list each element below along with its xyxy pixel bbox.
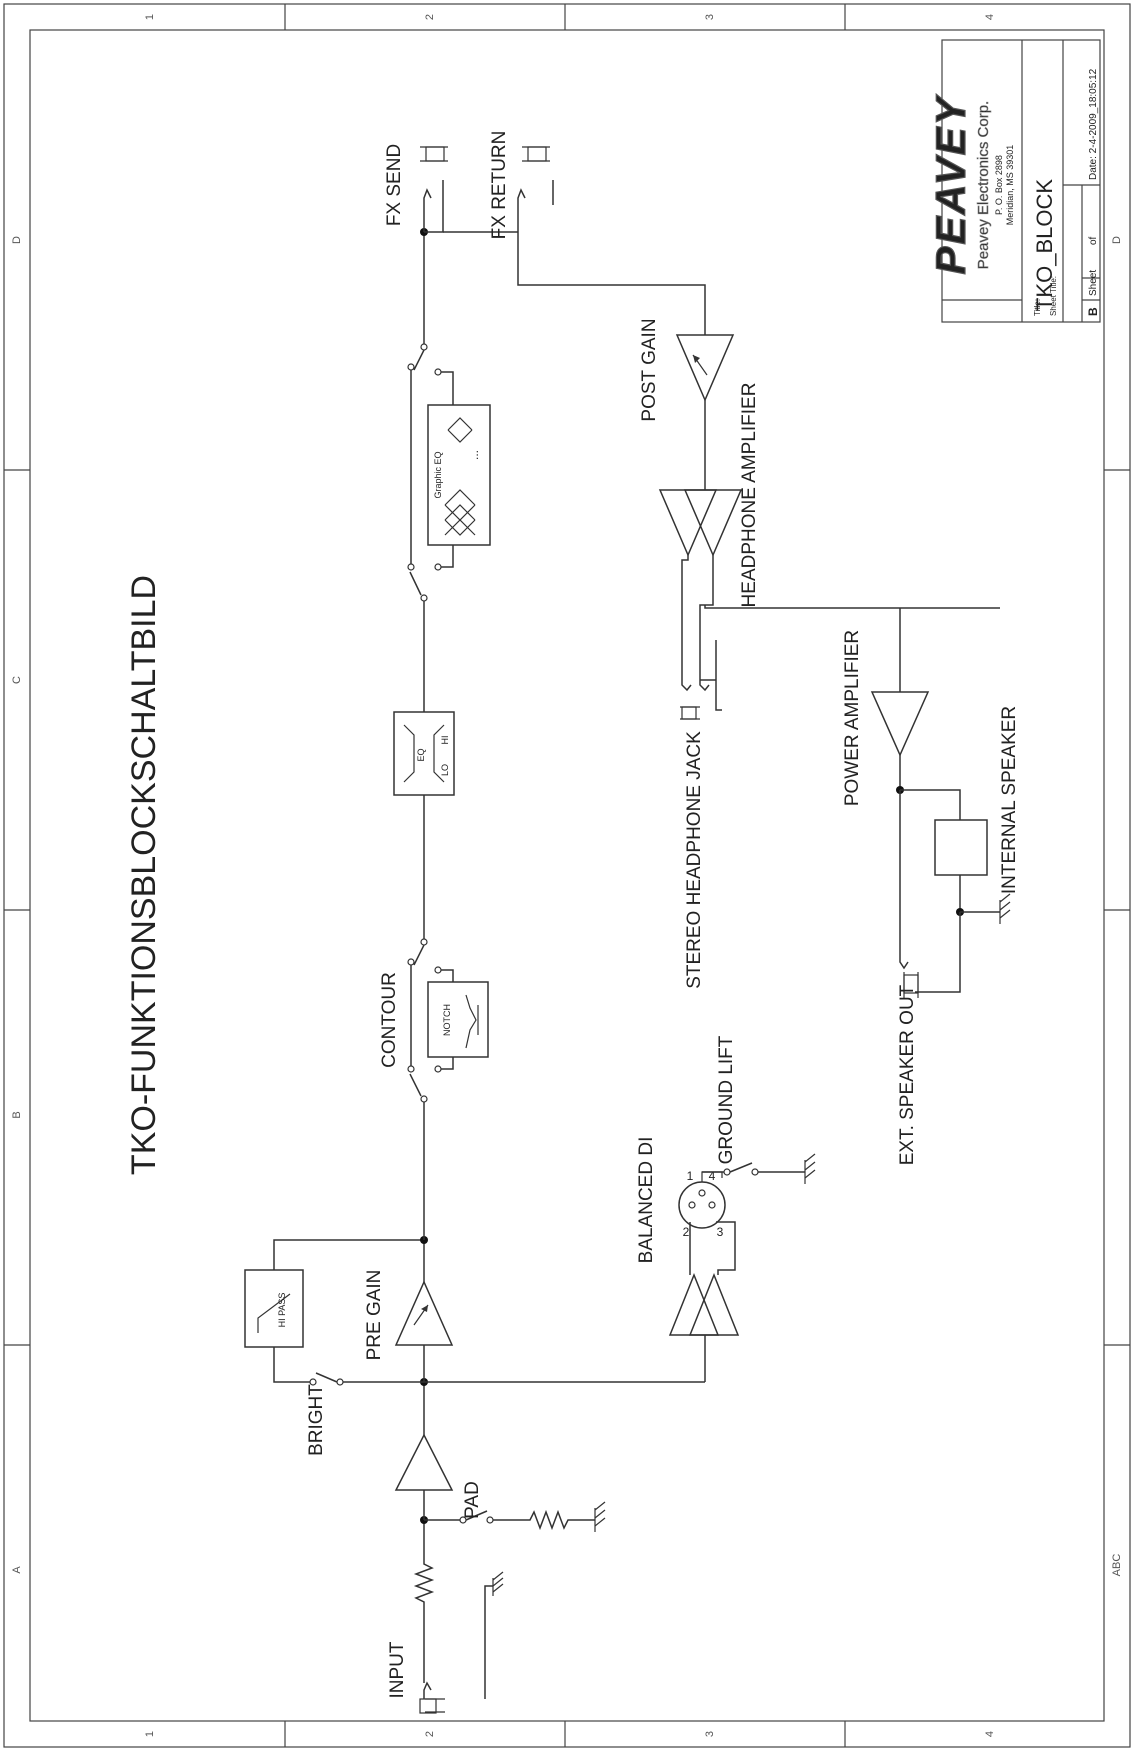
fx-send-label: FX SEND xyxy=(384,144,405,226)
zone-col-2-bottom: 2 xyxy=(424,1731,436,1737)
notch-curve xyxy=(465,994,477,1049)
post-gain-label: POST GAIN xyxy=(639,318,660,421)
ext-speaker-out-jack xyxy=(903,972,919,998)
zone-row-a: A xyxy=(11,1566,23,1574)
pre-gain-label: PRE GAIN xyxy=(364,1270,385,1361)
power-amplifier-label: POWER AMPLIFIER xyxy=(842,630,863,806)
zone-labels: 1 2 3 4 1 2 3 4 A B C D D ABC xyxy=(11,14,1123,1737)
bright-switch xyxy=(315,1372,338,1383)
sheet-date: Date: 2-4-2009_18:05:12 xyxy=(1088,68,1099,180)
hi-pass-label: HI PASS xyxy=(277,1293,287,1328)
contour-switch-upper xyxy=(413,944,425,966)
speaker-ground-icon xyxy=(999,893,1011,924)
hi-pass-curve xyxy=(257,1293,291,1333)
company-name: Peavey Electronics Corp. xyxy=(975,101,992,269)
post-gain-amplifier xyxy=(675,334,735,402)
xlr-pin-3: 3 xyxy=(717,1225,724,1239)
ground-lift-label: GROUND LIFT xyxy=(716,1035,737,1164)
sheet-title-caption: Sheet Title: xyxy=(1049,276,1058,316)
headphone-amplifier-right xyxy=(683,489,743,557)
zone-corner-right: ABC xyxy=(1111,1554,1123,1577)
graphic-eq-curves xyxy=(444,417,476,536)
xlr-pin-1: 1 xyxy=(687,1169,694,1183)
headphone-amplifier-left xyxy=(658,489,718,557)
graphic-eq-block xyxy=(427,404,491,546)
xlr-connector-icon xyxy=(678,1181,726,1229)
inner-border xyxy=(29,29,1105,1722)
sheet-size: B xyxy=(1086,307,1100,316)
graphic-eq-switch-lower xyxy=(409,571,422,596)
pad-ground-icon xyxy=(594,1501,606,1532)
graphic-eq-switch-upper xyxy=(413,349,425,371)
zone-row-d-right: D xyxy=(1111,236,1123,244)
balanced-di-driver-right xyxy=(688,1272,740,1336)
xlr-pin-2: 2 xyxy=(683,1225,690,1239)
eq-curve xyxy=(403,724,415,783)
sheet-name: TKO_BLOCK xyxy=(1032,179,1057,311)
contour-label: CONTOUR xyxy=(379,972,400,1068)
fx-return-label: FX RETURN xyxy=(489,131,510,240)
title-caption: Title: xyxy=(1033,299,1042,316)
input-ground-icon xyxy=(492,1571,504,1596)
pad-switch xyxy=(465,1510,488,1521)
graphic-eq-dots: ... xyxy=(467,450,481,460)
sheet-caption: Sheet xyxy=(1088,270,1099,296)
bright-label: BRIGHT xyxy=(306,1384,327,1456)
contour-switch-lower xyxy=(409,1073,422,1097)
zone-row-c: C xyxy=(11,676,23,684)
stereo-headphone-jack-label: STEREO HEADPHONE JACK xyxy=(684,731,705,989)
pad-resistor xyxy=(522,1509,595,1531)
ground-lift-ground-icon xyxy=(804,1153,816,1184)
internal-speaker-label: INTERNAL SPEAKER xyxy=(999,706,1020,894)
power-amplifier xyxy=(870,691,930,757)
hi-pass-filter xyxy=(244,1269,304,1348)
xlr-pin-4: 4 xyxy=(709,1169,716,1183)
outer-border xyxy=(3,3,1131,1748)
input-resistor xyxy=(413,1558,435,1608)
input-buffer-amplifier xyxy=(394,1433,454,1491)
zone-col-4-top: 4 xyxy=(984,14,996,20)
company-po-box: P. O. Box 2898 xyxy=(994,155,1004,215)
eq-label: EQ xyxy=(416,748,426,761)
headphone-amplifier-label: HEADPHONE AMPLIFIER xyxy=(739,383,760,608)
zone-col-2-top: 2 xyxy=(424,14,436,20)
zone-ticks xyxy=(4,4,1130,1747)
peavey-logo: PEAVEY xyxy=(927,93,974,274)
ext-speaker-out-label: EXT. SPEAKER OUT xyxy=(897,984,918,1165)
zone-row-b: B xyxy=(11,1111,23,1118)
pad-label: PAD xyxy=(462,1481,483,1519)
internal-speaker xyxy=(934,819,988,876)
zone-col-3-bottom: 3 xyxy=(704,1731,716,1737)
fx-send-jack xyxy=(420,146,448,162)
zone-col-1-bottom: 1 xyxy=(144,1731,156,1737)
notch-filter xyxy=(427,981,489,1058)
input-jack xyxy=(419,1585,493,1714)
ground-lift-switch xyxy=(729,1162,753,1173)
zone-row-d: D xyxy=(11,236,23,244)
company-city: Meridian, MS 39301 xyxy=(1005,145,1015,226)
eq-hi-label: HI xyxy=(440,736,450,745)
zone-col-1-top: 1 xyxy=(144,14,156,20)
stereo-headphone-jack xyxy=(680,640,722,720)
zone-col-3-top: 3 xyxy=(704,14,716,20)
input-label: INPUT xyxy=(387,1641,408,1698)
diagram-title: TKO-FUNKTIONSBLOCKSCHALTBILD xyxy=(125,575,163,1175)
of-caption: of xyxy=(1088,236,1099,245)
title-block: PEAVEY Peavey Electronics Corp. P. O. Bo… xyxy=(926,39,1101,323)
eq-lo-label: LO xyxy=(440,764,450,776)
zone-col-4-bottom: 4 xyxy=(984,1731,996,1737)
graphic-eq-label: Graphic EQ xyxy=(433,451,443,498)
balanced-di-label: BALANCED DI xyxy=(636,1137,657,1264)
fx-return-jack xyxy=(522,146,550,162)
notch-label: NOTCH xyxy=(442,1004,452,1036)
pre-gain-amplifier xyxy=(394,1280,454,1346)
